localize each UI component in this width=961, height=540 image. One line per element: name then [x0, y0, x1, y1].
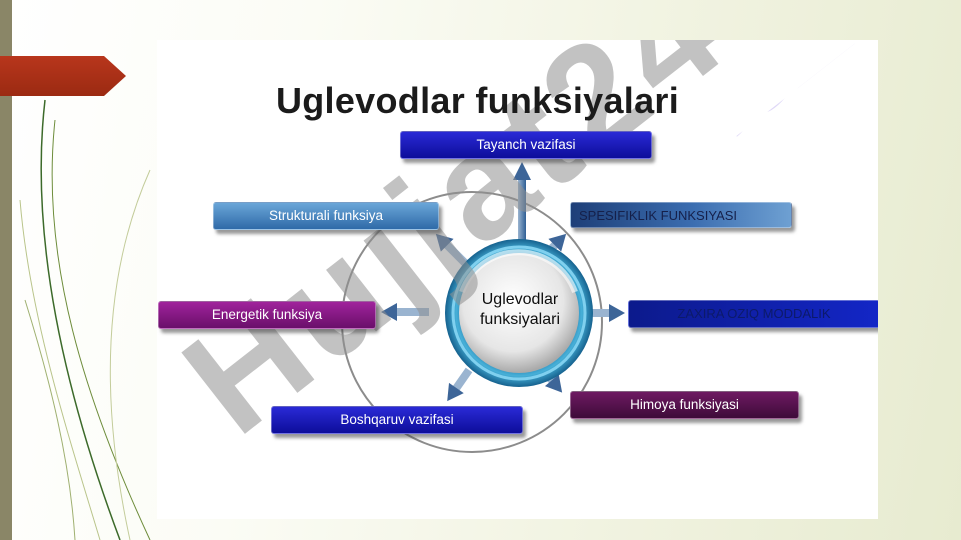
center-hub: [445, 239, 593, 387]
cycle-diagram: [341, 162, 625, 453]
node-strukturali: Strukturali funksiya: [213, 202, 439, 230]
center-label-line1: Uglevodlar: [481, 291, 559, 308]
node-tayanch: Tayanch vazifasi: [400, 131, 652, 159]
center-label: Uglevodlar funksiyalari: [462, 290, 578, 330]
node-himoya: Himoya funksiyasi: [570, 391, 799, 419]
node-energetik: Energetik funksiya: [158, 301, 376, 329]
title-accent-arrow: [0, 56, 126, 96]
center-label-line2: funksiyalari: [479, 311, 561, 328]
node-spesifiklik: SPESIFIKLIK FUNKSIYASI: [570, 202, 792, 228]
arrow-up: [513, 162, 531, 240]
arrow-left: [381, 303, 429, 321]
arrow-upper-left: [435, 233, 470, 268]
slide-title: Uglevodlar funksiyalari: [275, 80, 680, 121]
left-accent-bar: [0, 0, 12, 540]
node-boshqaruv: Boshqaruv vazifasi: [271, 406, 523, 434]
arrow-right: [577, 304, 625, 322]
slide-panel: Hujjat24 Uglevodlar funksiyalari Tayanch…: [157, 40, 878, 519]
arrow-lower-left: [447, 367, 473, 402]
node-zaxira: ZAXIRA OZIQ MODDALIK: [628, 300, 878, 328]
